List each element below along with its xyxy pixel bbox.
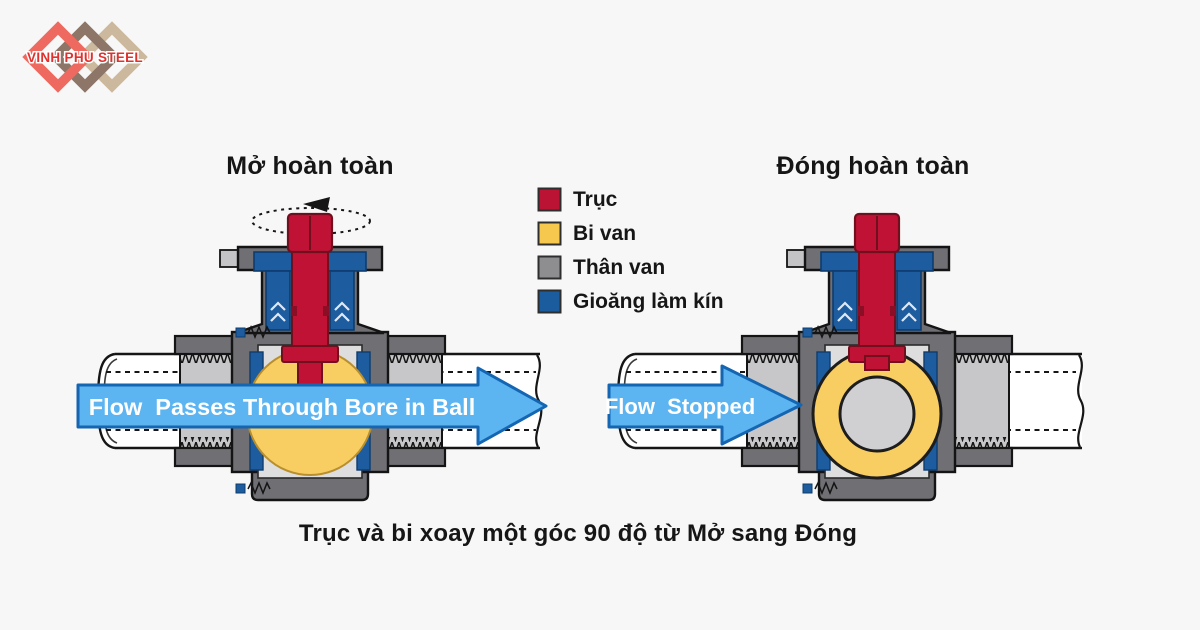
vinh-phu-steel-logo: VINH PHU STEEL (22, 21, 148, 93)
legend-swatch (537, 255, 562, 280)
left-valve-title: Mở hoàn toàn (226, 152, 394, 180)
legend-item: Thân van (537, 255, 724, 280)
flow-arrow-right-label: Flow Stopped (605, 394, 755, 419)
flow-arrow-left-label: Flow Passes Through Bore in Ball (89, 394, 476, 420)
legend-item: Bi van (537, 221, 724, 246)
legend-label: Trục (573, 187, 618, 211)
logo-text: VINH PHU STEEL (27, 50, 143, 65)
legend-item: Trục (537, 187, 724, 212)
right-valve-title: Đóng hoàn toàn (776, 152, 970, 180)
stem-packing (820, 251, 934, 331)
ball-closed (811, 348, 943, 480)
stem (281, 212, 339, 403)
flow-arrow-right: Flow Stopped (605, 364, 803, 446)
rotation-arrowhead-icon (303, 197, 330, 212)
stem-packing (253, 251, 367, 331)
legend: Trục Bi van Thân van Gioăng làm kín (537, 187, 724, 323)
legend-label: Gioăng làm kín (573, 289, 724, 313)
right-valve: Flow Stopped (605, 212, 1085, 502)
ball-bore (838, 375, 916, 453)
legend-swatch (537, 221, 562, 246)
legend-swatch (537, 187, 562, 212)
legend-item: Gioăng làm kín (537, 289, 724, 314)
legend-label: Thân van (573, 255, 666, 279)
legend-label: Bi van (573, 221, 637, 245)
stem (848, 212, 906, 371)
logo-diamond-red-icon (22, 21, 94, 93)
left-valve: Flow Passes Through Bore in Ball (76, 197, 548, 502)
legend-swatch (537, 289, 562, 314)
flow-arrow-left: Flow Passes Through Bore in Ball (76, 366, 548, 446)
caption: Trục và bi xoay một góc 90 độ từ Mở sang… (298, 520, 858, 547)
